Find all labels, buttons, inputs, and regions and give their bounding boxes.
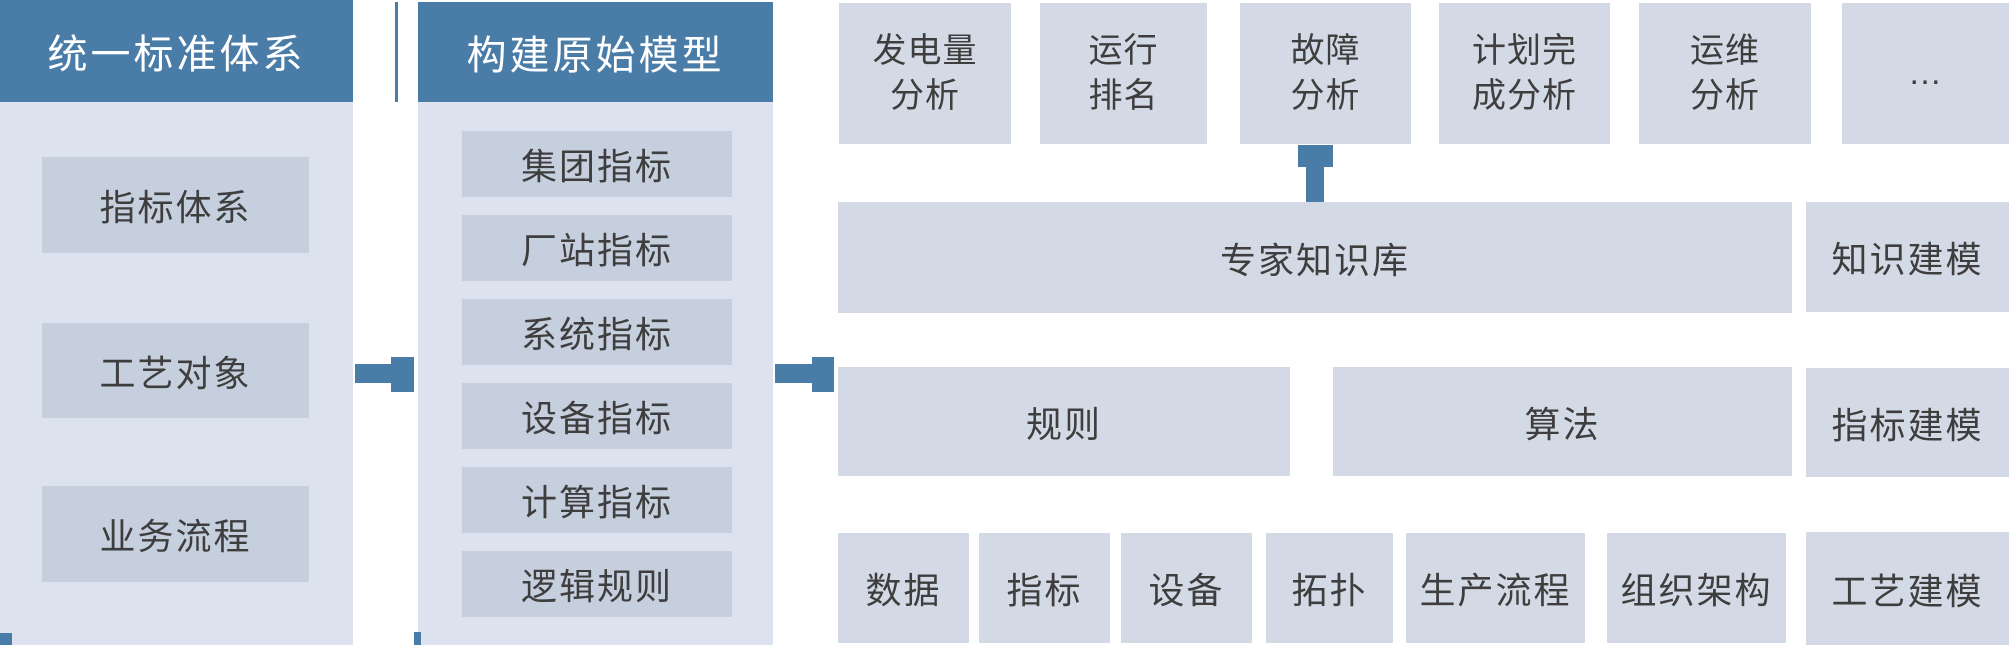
column-2-item: 厂站指标: [462, 215, 732, 281]
column-1-item: 工艺对象: [42, 323, 309, 418]
column-2-item: 计算指标: [462, 467, 732, 533]
rules-box: 规则: [838, 367, 1290, 476]
analysis-box: 计划完 成分析: [1439, 3, 1610, 144]
clipped-blue-fragment: [414, 632, 421, 645]
modeling-label-box: 知识建模: [1806, 202, 2009, 312]
bottom-item-box: 指标: [979, 533, 1110, 643]
analysis-box: 运行 排名: [1040, 3, 1207, 144]
column-1-item: 业务流程: [42, 486, 309, 582]
clipped-blue-fragment: [0, 633, 12, 645]
bottom-item-box: 组织架构: [1607, 533, 1786, 643]
modeling-label-box: 工艺建模: [1806, 532, 2009, 645]
column-2-item: 集团指标: [462, 131, 732, 197]
analysis-ellipsis-box: …: [1842, 3, 2009, 144]
analysis-box: 故障 分析: [1240, 3, 1411, 144]
modeling-label-box: 指标建模: [1806, 368, 2009, 477]
header-accent-line: [395, 2, 398, 102]
analysis-box: 发电量 分析: [839, 3, 1011, 144]
bottom-item-box: 数据: [838, 533, 969, 643]
algorithms-box: 算法: [1333, 367, 1792, 476]
bottom-item-box: 拓扑: [1266, 533, 1393, 643]
column-2-item: 设备指标: [462, 383, 732, 449]
column-2-header: 构建原始模型: [418, 2, 773, 102]
analysis-box: 运维 分析: [1639, 3, 1811, 144]
bottom-item-box: 设备: [1121, 533, 1252, 643]
column-1-header: 统一标准体系: [0, 0, 353, 102]
bottom-item-box: 生产流程: [1406, 533, 1585, 643]
column-2-item: 逻辑规则: [462, 551, 732, 617]
knowledge-base-band: 专家知识库: [838, 202, 1792, 313]
column-1-item: 指标体系: [42, 157, 309, 253]
column-2-item: 系统指标: [462, 299, 732, 365]
